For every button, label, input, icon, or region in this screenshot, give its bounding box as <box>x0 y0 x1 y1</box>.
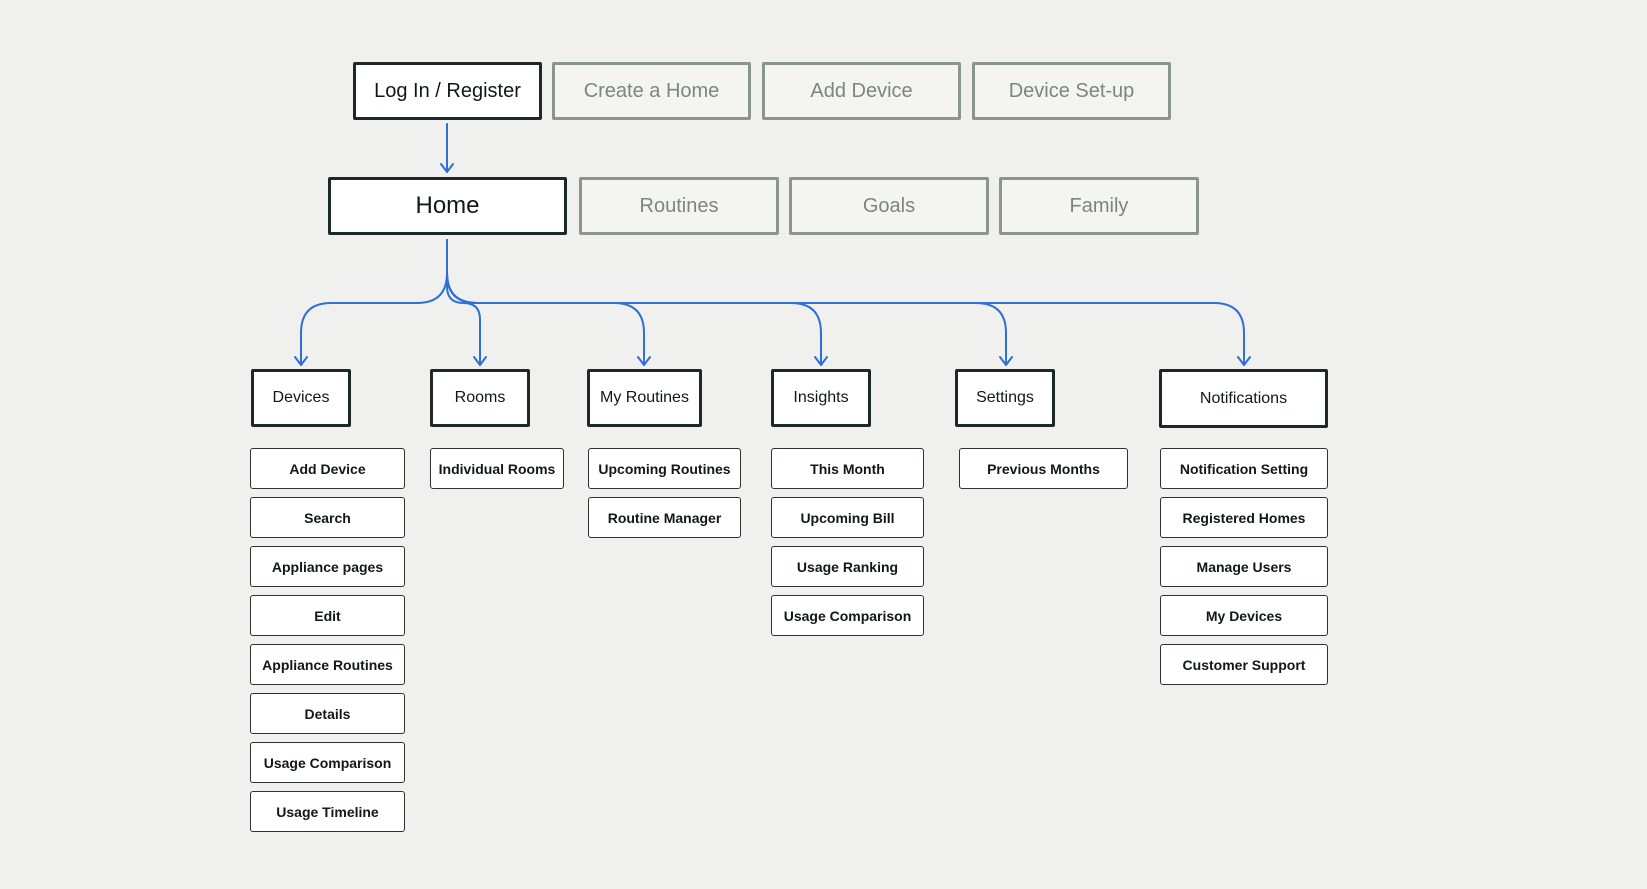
insights-item-usage-comparison: Usage Comparison <box>771 595 924 636</box>
devices-item-usage-comparison: Usage Comparison <box>250 742 405 783</box>
flow-step-device-setup: Device Set-up <box>972 62 1171 120</box>
category-rooms: Rooms <box>430 369 530 427</box>
home-to-settings-arrowhead <box>999 356 1013 366</box>
devices-item-appliance-routines: Appliance Routines <box>250 644 405 685</box>
devices-item-details: Details <box>250 693 405 734</box>
devices-item-usage-timeline: Usage Timeline <box>250 791 405 832</box>
routines-item-routine-manager: Routine Manager <box>588 497 741 538</box>
home-to-rooms-line <box>446 239 481 366</box>
nav-goals: Goals <box>789 177 989 235</box>
nav-routines: Routines <box>579 177 779 235</box>
nav-family: Family <box>999 177 1199 235</box>
devices-item-edit: Edit <box>250 595 405 636</box>
devices-item-appliance-pages: Appliance pages <box>250 546 405 587</box>
home-to-insights-line <box>446 239 822 366</box>
home-to-settings-line <box>446 239 1007 366</box>
insights-item-this-month: This Month <box>771 448 924 489</box>
category-insights: Insights <box>771 369 871 427</box>
notifications-item-manage-users: Manage Users <box>1160 546 1328 587</box>
devices-item-search: Search <box>250 497 405 538</box>
category-settings: Settings <box>955 369 1055 427</box>
home-to-insights-arrowhead <box>814 356 828 366</box>
login-to-home-arrowhead <box>440 163 454 173</box>
flow-step-create-home: Create a Home <box>552 62 751 120</box>
category-my-routines: My Routines <box>587 369 702 427</box>
home-to-my-routines-line <box>446 239 645 366</box>
home-to-rooms-arrowhead <box>473 356 487 366</box>
routines-item-upcoming-routines: Upcoming Routines <box>588 448 741 489</box>
nav-home: Home <box>328 177 567 235</box>
flow-step-add-device: Add Device <box>762 62 961 120</box>
category-devices: Devices <box>251 369 351 427</box>
rooms-item-individual-rooms: Individual Rooms <box>430 448 564 489</box>
home-to-my-routines-arrowhead <box>637 356 651 366</box>
notifications-item-my-devices: My Devices <box>1160 595 1328 636</box>
insights-item-upcoming-bill: Upcoming Bill <box>771 497 924 538</box>
home-to-devices-arrowhead <box>294 356 308 366</box>
settings-item-previous-months: Previous Months <box>959 448 1128 489</box>
category-notifications: Notifications <box>1159 369 1328 428</box>
devices-item-add-device: Add Device <box>250 448 405 489</box>
home-to-notifications-line <box>446 239 1245 366</box>
notifications-item-registered-homes: Registered Homes <box>1160 497 1328 538</box>
home-to-devices-line <box>300 239 448 366</box>
insights-item-usage-ranking: Usage Ranking <box>771 546 924 587</box>
flow-step-login-register: Log In / Register <box>353 62 542 120</box>
notifications-item-notification-setting: Notification Setting <box>1160 448 1328 489</box>
home-to-notifications-arrowhead <box>1237 356 1251 366</box>
notifications-item-customer-support: Customer Support <box>1160 644 1328 685</box>
